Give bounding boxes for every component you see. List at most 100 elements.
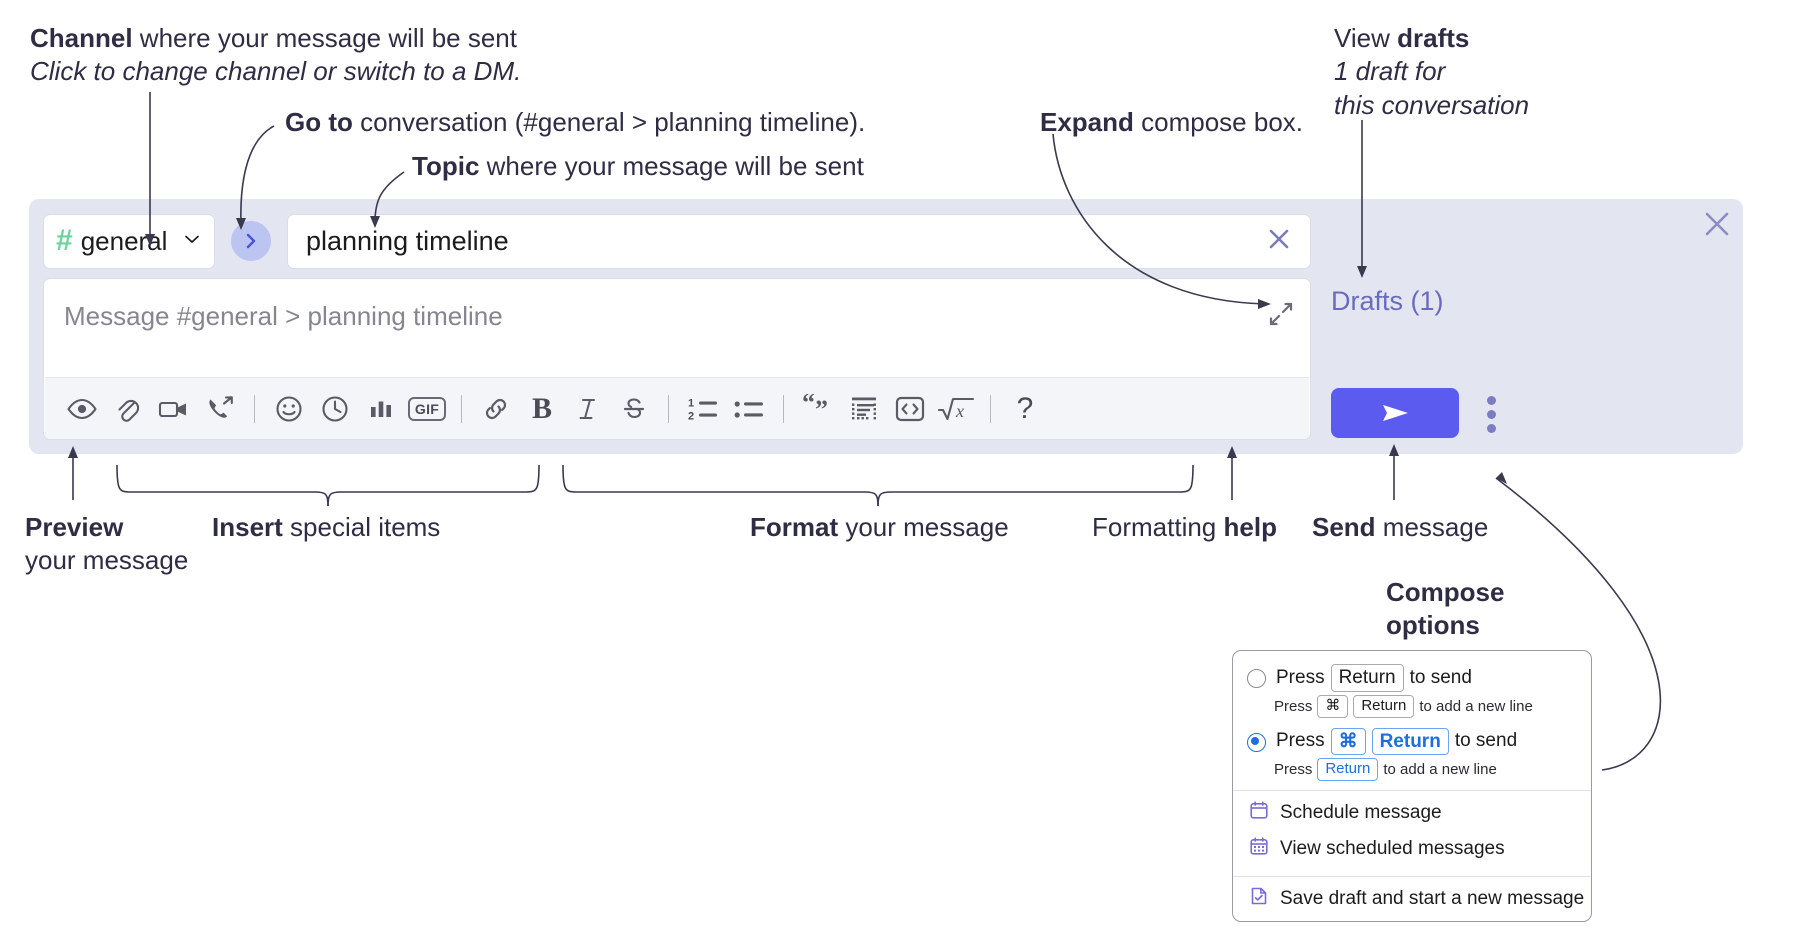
chevron-down-icon: [182, 229, 202, 254]
topic-field[interactable]: planning timeline: [287, 213, 1311, 269]
send-option-cmd-return-sub: Press Return to add a new line: [1274, 758, 1591, 781]
annotation-preview-line2: your message: [25, 545, 189, 576]
calendar-schedule-icon: [1249, 800, 1269, 826]
annotation-channel-rest: where your message will be sent: [132, 23, 517, 53]
opt2-sub-post: to add a new line: [1383, 761, 1497, 779]
opt1-pre: Press: [1276, 666, 1325, 688]
blockquote-icon[interactable]: “”: [795, 386, 841, 432]
send-option-return-sub: Press ⌘ Return to add a new line: [1274, 694, 1591, 718]
annotation-insert-rest: special items: [282, 512, 441, 542]
link-icon[interactable]: [473, 386, 519, 432]
italic-icon[interactable]: [565, 386, 611, 432]
topic-value: planning timeline: [306, 225, 509, 256]
annotation-send-rest: message: [1375, 512, 1489, 542]
annotation-topic-rest: where your message will be sent: [479, 151, 864, 181]
bulleted-list-icon[interactable]: [726, 386, 772, 432]
message-placeholder: Message #general > planning timeline: [64, 301, 503, 331]
gif-icon[interactable]: GIF: [404, 386, 450, 432]
annotation-expand-bold: Expand: [1040, 107, 1134, 137]
annotation-preview-bold: Preview: [25, 512, 124, 542]
opt1-key-return: Return: [1330, 664, 1404, 692]
math-icon[interactable]: x: [933, 386, 979, 432]
menu-item-label: View scheduled messages: [1280, 838, 1505, 859]
annotation-format: Format your message: [750, 511, 1009, 544]
compose-inner: # general planning timeline Message #gen…: [43, 212, 1311, 440]
goto-conversation-button[interactable]: [231, 221, 271, 261]
compose-options-menu: Press Return to send Press ⌘ Return to a…: [1232, 650, 1592, 922]
kebab-dot: [1486, 423, 1496, 433]
svg-text:“: “: [802, 394, 815, 417]
opt1-post: to send: [1409, 666, 1472, 688]
menu-item-schedule-message[interactable]: Schedule message: [1233, 795, 1591, 831]
annotation-help-bold: help: [1223, 512, 1277, 542]
clear-topic-icon[interactable]: [1264, 224, 1294, 259]
help-icon[interactable]: ?: [1002, 386, 1048, 432]
opt1-sub-key-return: Return: [1353, 694, 1415, 718]
opt2-sub-key-return: Return: [1317, 758, 1379, 781]
send-arrow-icon: [1383, 405, 1408, 421]
svg-text:”: ”: [815, 395, 828, 424]
radio-return[interactable]: [1247, 669, 1266, 688]
opt2-sub-pre: Press: [1274, 761, 1313, 779]
annotation-compose-bold2: options: [1386, 610, 1480, 641]
toolbar-divider: [783, 394, 784, 423]
annotation-channel: Channel where your message will be sent …: [30, 22, 521, 89]
paperclip-icon[interactable]: [105, 386, 151, 432]
toolbar-divider: [461, 394, 462, 423]
channel-picker[interactable]: # general: [43, 213, 215, 269]
call-forward-icon[interactable]: [197, 386, 243, 432]
send-option-cmd-return[interactable]: Press ⌘ Return to send: [1233, 725, 1591, 756]
send-option-return[interactable]: Press Return to send: [1233, 661, 1591, 692]
eye-icon[interactable]: [59, 386, 105, 432]
clock-icon[interactable]: [312, 386, 358, 432]
annotation-topic-bold: Topic: [412, 151, 480, 181]
calendar-grid-icon: [1249, 836, 1269, 862]
close-icon[interactable]: [1700, 207, 1734, 246]
strikethrough-icon[interactable]: [611, 386, 657, 432]
brace-insert-left: [116, 464, 329, 507]
poll-icon[interactable]: [358, 386, 404, 432]
brace-format-left: [562, 464, 879, 507]
bold-icon[interactable]: B: [519, 386, 565, 432]
annotation-drafts-plain: View: [1334, 23, 1398, 53]
annotation-insert-bold: Insert: [212, 512, 283, 542]
send-button[interactable]: [1331, 388, 1459, 438]
annotation-drafts-bold: drafts: [1397, 23, 1470, 53]
code-block-icon[interactable]: [841, 386, 887, 432]
menu-divider: [1233, 790, 1591, 791]
radio-cmd-return[interactable]: [1247, 732, 1266, 752]
code-icon[interactable]: [887, 386, 933, 432]
message-input-box[interactable]: Message #general > planning timeline: [43, 278, 1311, 440]
svg-text:2: 2: [688, 410, 694, 422]
opt2-key-cmd: ⌘: [1330, 727, 1366, 756]
expand-compose-icon[interactable]: [1268, 301, 1294, 332]
opt2-pre: Press: [1276, 730, 1325, 752]
menu-item-save-draft[interactable]: Save draft and start a new message: [1233, 881, 1591, 917]
emoji-icon[interactable]: [266, 386, 312, 432]
annotation-goto-rest: conversation (#general > planning timeli…: [352, 107, 866, 137]
menu-item-view-scheduled-messages[interactable]: View scheduled messages: [1233, 831, 1591, 867]
kebab-dot: [1486, 409, 1496, 419]
compose-options-button[interactable]: [1481, 392, 1501, 436]
drafts-link[interactable]: Drafts (1): [1331, 286, 1444, 316]
channel-name-label: general: [80, 225, 168, 256]
annotation-topic: Topic where your message will be sent: [412, 150, 864, 183]
brace-insert-right: [327, 464, 540, 507]
opt1-sub-post: to add a new line: [1419, 697, 1533, 715]
bold-label: B: [531, 391, 552, 425]
video-camera-icon[interactable]: [151, 386, 197, 432]
opt2-post: to send: [1454, 730, 1518, 752]
annotation-goto: Go to conversation (#general > planning …: [285, 106, 865, 139]
kebab-dot: [1486, 395, 1496, 405]
menu-item-label: Schedule message: [1280, 802, 1442, 823]
annotation-drafts-italic2: this conversation: [1334, 89, 1530, 120]
annotation-help-plain: Formatting: [1092, 512, 1224, 542]
gif-label: GIF: [407, 396, 447, 421]
toolbar-divider: [668, 394, 669, 423]
opt1-sub-pre: Press: [1274, 697, 1313, 715]
annotation-format-rest: your message: [838, 512, 1009, 542]
context-row: # general planning timeline: [43, 212, 1311, 270]
annotation-channel-bold: Channel: [30, 23, 133, 53]
